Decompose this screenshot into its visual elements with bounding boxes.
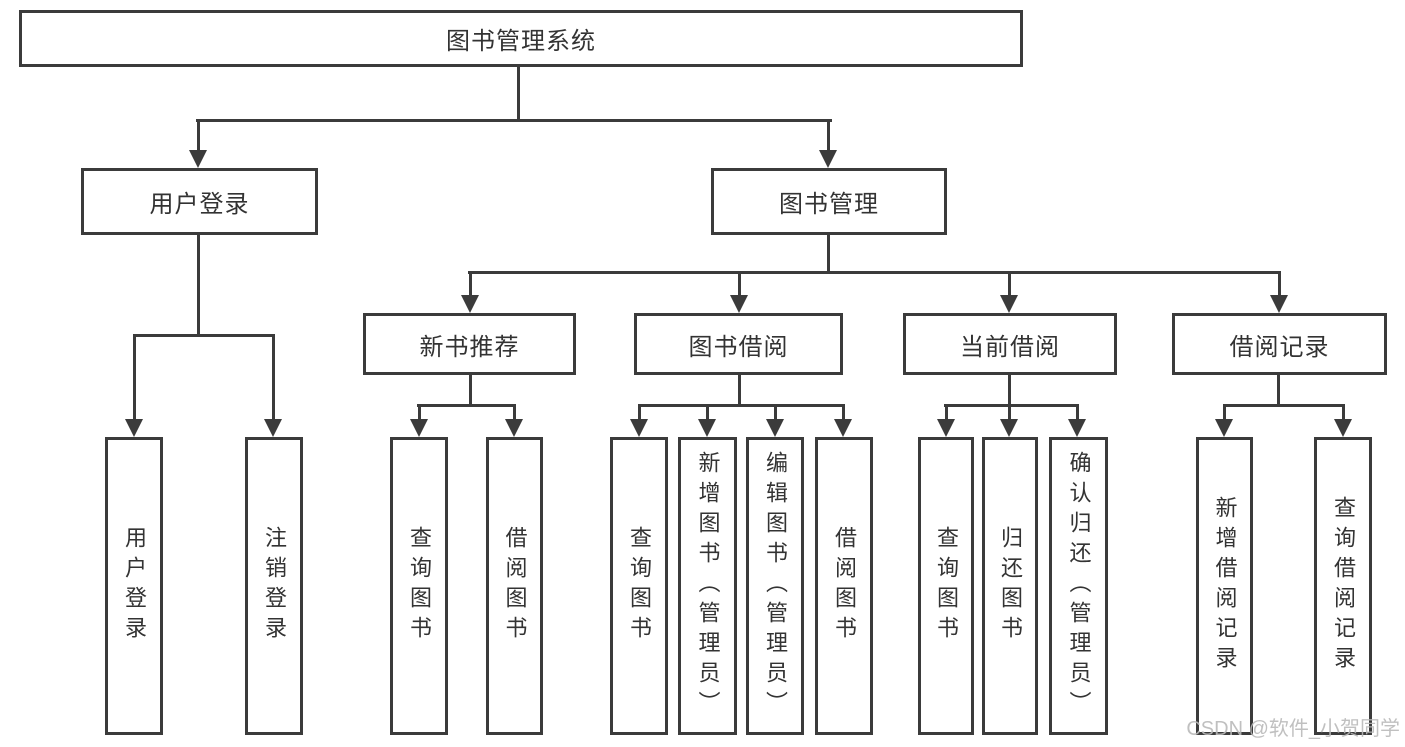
connector-recommend-hline [417, 404, 516, 407]
arrowhead-leaf-cur-return [1000, 419, 1018, 437]
leaf-recommend-borrow-book: 借阅图书 [486, 437, 543, 735]
node-current-borrow-label: 当前借阅 [960, 333, 1060, 361]
connector-root-to-user-login [197, 119, 200, 153]
connector-records-stem [1277, 374, 1280, 407]
arrowhead-leaf-logout [264, 419, 282, 437]
node-borrow-records: 借阅记录 [1172, 313, 1387, 375]
connector-to-leaf-bor-edit [774, 404, 777, 421]
leaf-current-return-book-label: 归还图书 [998, 526, 1023, 646]
leaf-current-return-book: 归还图书 [982, 437, 1038, 735]
node-root: 图书管理系统 [19, 10, 1023, 67]
leaf-borrow-borrow-book-label: 借阅图书 [832, 526, 857, 646]
connector-to-leaf-rec-borrow [513, 404, 516, 421]
arrowhead-book-borrow [730, 295, 748, 313]
connector-to-leaf-cur-return [1008, 404, 1011, 421]
node-book-borrow: 图书借阅 [634, 313, 843, 375]
leaf-current-query-book: 查询图书 [918, 437, 974, 735]
leaf-recommend-query-book: 查询图书 [390, 437, 448, 735]
leaf-user-login-label: 用户登录 [122, 526, 147, 646]
connector-to-leaf-logout [272, 334, 275, 422]
arrowhead-leaf-bor-query [630, 419, 648, 437]
connector-current-hline [944, 404, 1079, 407]
leaf-borrow-borrow-book: 借阅图书 [815, 437, 873, 735]
connector-to-leaf-bor-borrow [842, 404, 845, 421]
arrowhead-user-login [189, 150, 207, 168]
arrowhead-leaf-cur-query [937, 419, 955, 437]
connector-root-hline [196, 119, 832, 122]
connector-to-book-borrow [738, 271, 741, 297]
connector-book-management-stem [827, 234, 830, 273]
node-book-management: 图书管理 [711, 168, 947, 235]
connector-root-stem [517, 67, 520, 121]
arrowhead-borrow-records [1270, 295, 1288, 313]
arrowhead-leaf-log-query [1334, 419, 1352, 437]
leaf-borrow-add-book-label: 新增图书（管理员） [695, 451, 721, 721]
leaf-logout: 注销登录 [245, 437, 303, 735]
leaf-current-query-book-label: 查询图书 [934, 526, 959, 646]
connector-to-leaf-bor-query [638, 404, 641, 421]
leaf-borrow-add-book: 新增图书（管理员） [678, 437, 737, 735]
connector-root-to-book-management [827, 119, 830, 153]
arrowhead-new-book-recommend [461, 295, 479, 313]
leaf-borrow-query-book-label: 查询图书 [627, 526, 652, 646]
leaf-current-confirm-return-label: 确认归还（管理员） [1066, 451, 1092, 721]
arrowhead-leaf-bor-add [698, 419, 716, 437]
node-book-management-label: 图书管理 [779, 191, 879, 218]
leaf-records-add-record-label: 新增借阅记录 [1212, 496, 1238, 676]
leaf-current-confirm-return: 确认归还（管理员） [1049, 437, 1108, 735]
arrowhead-leaf-rec-query [410, 419, 428, 437]
connector-to-leaf-user-login [133, 334, 136, 422]
connector-book-borrow-hline [638, 404, 845, 407]
connector-to-leaf-rec-query [418, 404, 421, 421]
arrowhead-leaf-log-add [1215, 419, 1233, 437]
node-new-book-recommend-label: 新书推荐 [419, 333, 520, 361]
leaf-records-query-record-label: 查询借阅记录 [1331, 496, 1356, 676]
connector-records-hline [1223, 404, 1345, 407]
connector-book-management-hline [468, 271, 1281, 274]
node-book-borrow-label: 图书借阅 [688, 333, 789, 361]
connector-book-borrow-stem [738, 374, 741, 407]
leaf-user-login: 用户登录 [105, 437, 163, 735]
leaf-records-query-record: 查询借阅记录 [1314, 437, 1372, 735]
leaf-borrow-query-book: 查询图书 [610, 437, 668, 735]
connector-to-leaf-log-query [1342, 404, 1345, 421]
leaf-borrow-edit-book-label: 编辑图书（管理员） [763, 451, 788, 721]
connector-to-borrow-records [1278, 271, 1281, 297]
node-current-borrow: 当前借阅 [903, 313, 1117, 375]
connector-to-current-borrow [1008, 271, 1011, 297]
leaf-borrow-edit-book: 编辑图书（管理员） [746, 437, 804, 735]
connector-current-stem [1008, 374, 1011, 407]
node-user-login: 用户登录 [81, 168, 318, 235]
connector-recommend-stem [469, 374, 472, 407]
node-borrow-records-label: 借阅记录 [1229, 333, 1330, 361]
arrowhead-leaf-user-login [125, 419, 143, 437]
arrowhead-current-borrow [1000, 295, 1018, 313]
connector-user-login-stem [197, 234, 200, 336]
arrowhead-leaf-rec-borrow [505, 419, 523, 437]
arrowhead-leaf-cur-confirm [1068, 419, 1086, 437]
leaf-recommend-query-book-label: 查询图书 [407, 526, 432, 646]
node-user-login-label: 用户登录 [149, 191, 250, 218]
connector-user-login-hline [133, 334, 275, 337]
connector-to-new-book-recommend [469, 271, 472, 297]
arrowhead-book-management [819, 150, 837, 168]
connector-to-leaf-log-add [1223, 404, 1226, 421]
watermark: CSDN @软件_小贺同学 [1186, 718, 1400, 740]
node-new-book-recommend: 新书推荐 [363, 313, 576, 375]
leaf-records-add-record: 新增借阅记录 [1196, 437, 1253, 735]
connector-to-leaf-bor-add [706, 404, 709, 421]
arrowhead-leaf-bor-edit [766, 419, 784, 437]
connector-to-leaf-cur-confirm [1076, 404, 1079, 421]
node-root-label: 图书管理系统 [446, 28, 596, 55]
connector-to-leaf-cur-query [945, 404, 948, 421]
leaf-recommend-borrow-book-label: 借阅图书 [502, 526, 528, 646]
leaf-logout-label: 注销登录 [262, 526, 287, 646]
arrowhead-leaf-bor-borrow [834, 419, 852, 437]
